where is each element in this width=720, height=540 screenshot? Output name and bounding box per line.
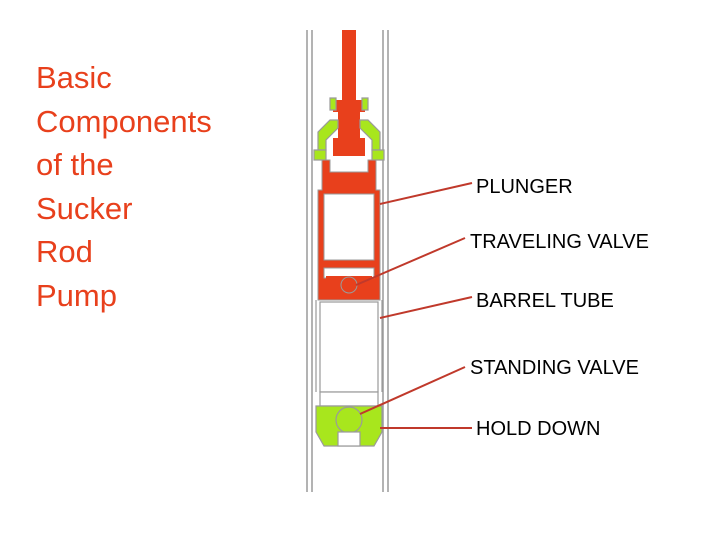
sucker-rod	[333, 30, 365, 156]
title-line-4: Sucker	[36, 190, 133, 226]
title-line-2: Components	[36, 103, 212, 139]
title-line-6: Pump	[36, 277, 117, 313]
diagram-title: Basic Components of the Sucker Rod Pump	[36, 56, 266, 317]
label-hold-down: HOLD DOWN	[476, 418, 600, 440]
label-standing-valve: STANDING VALVE	[470, 357, 639, 379]
leader-traveling-valve	[355, 237, 466, 286]
traveling-valve	[326, 276, 372, 294]
top-cage	[313, 97, 385, 161]
leader-barrel-tube	[379, 296, 473, 319]
standing-valve-cage	[315, 391, 383, 447]
leader-lines	[355, 182, 473, 429]
label-traveling-valve: TRAVELING VALVE	[470, 231, 649, 253]
label-barrel-tube: BARREL TUBE	[476, 290, 614, 312]
leader-plunger	[379, 182, 473, 205]
title-line-5: Rod	[36, 234, 93, 269]
title-line-3: of the	[36, 147, 114, 182]
title-line-1: Basic	[36, 60, 112, 95]
plunger	[317, 159, 381, 301]
label-plunger: PLUNGER	[476, 176, 573, 198]
tubing	[306, 30, 389, 492]
leader-standing-valve	[359, 366, 466, 415]
barrel-tube	[315, 300, 383, 393]
